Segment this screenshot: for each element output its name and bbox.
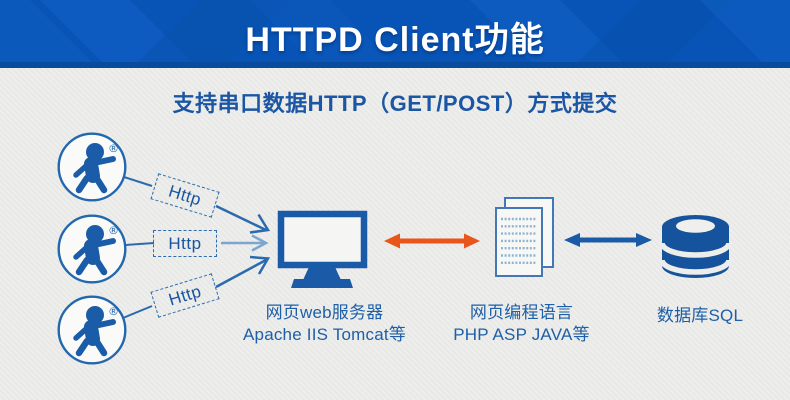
page-title: HTTPD Client功能 [245, 21, 545, 59]
documents-icon [495, 197, 554, 277]
arrow-to-server-top [215, 204, 271, 234]
languages-name: 网页编程语言 [469, 303, 574, 322]
header-chevron-pattern [0, 0, 790, 68]
arrow-to-server-bottom [215, 255, 271, 289]
languages-label: 网页编程语言 PHP ASP JAVA等 [429, 302, 614, 346]
document-text-lines [501, 217, 537, 265]
server-language-arrow [384, 233, 480, 249]
database-label: 数据库SQL [656, 306, 744, 325]
header-banner: HTTPD Client功能 [0, 0, 790, 68]
monitor-icon [277, 210, 368, 288]
client-connectors [122, 176, 155, 319]
web-server-detail: Apache IIS Tomcat等 [243, 325, 406, 344]
languages-detail: PHP ASP JAVA等 [453, 325, 590, 344]
web-server-label: 网页web服务器 Apache IIS Tomcat等 [232, 302, 417, 346]
web-server-name: 网页web服务器 [265, 303, 384, 322]
arrow-to-server-middle [221, 234, 269, 252]
language-database-arrow [564, 233, 652, 247]
subtitle: 支持串口数据HTTP（GET/POST）方式提交 [172, 91, 618, 116]
database-icon [659, 215, 732, 278]
